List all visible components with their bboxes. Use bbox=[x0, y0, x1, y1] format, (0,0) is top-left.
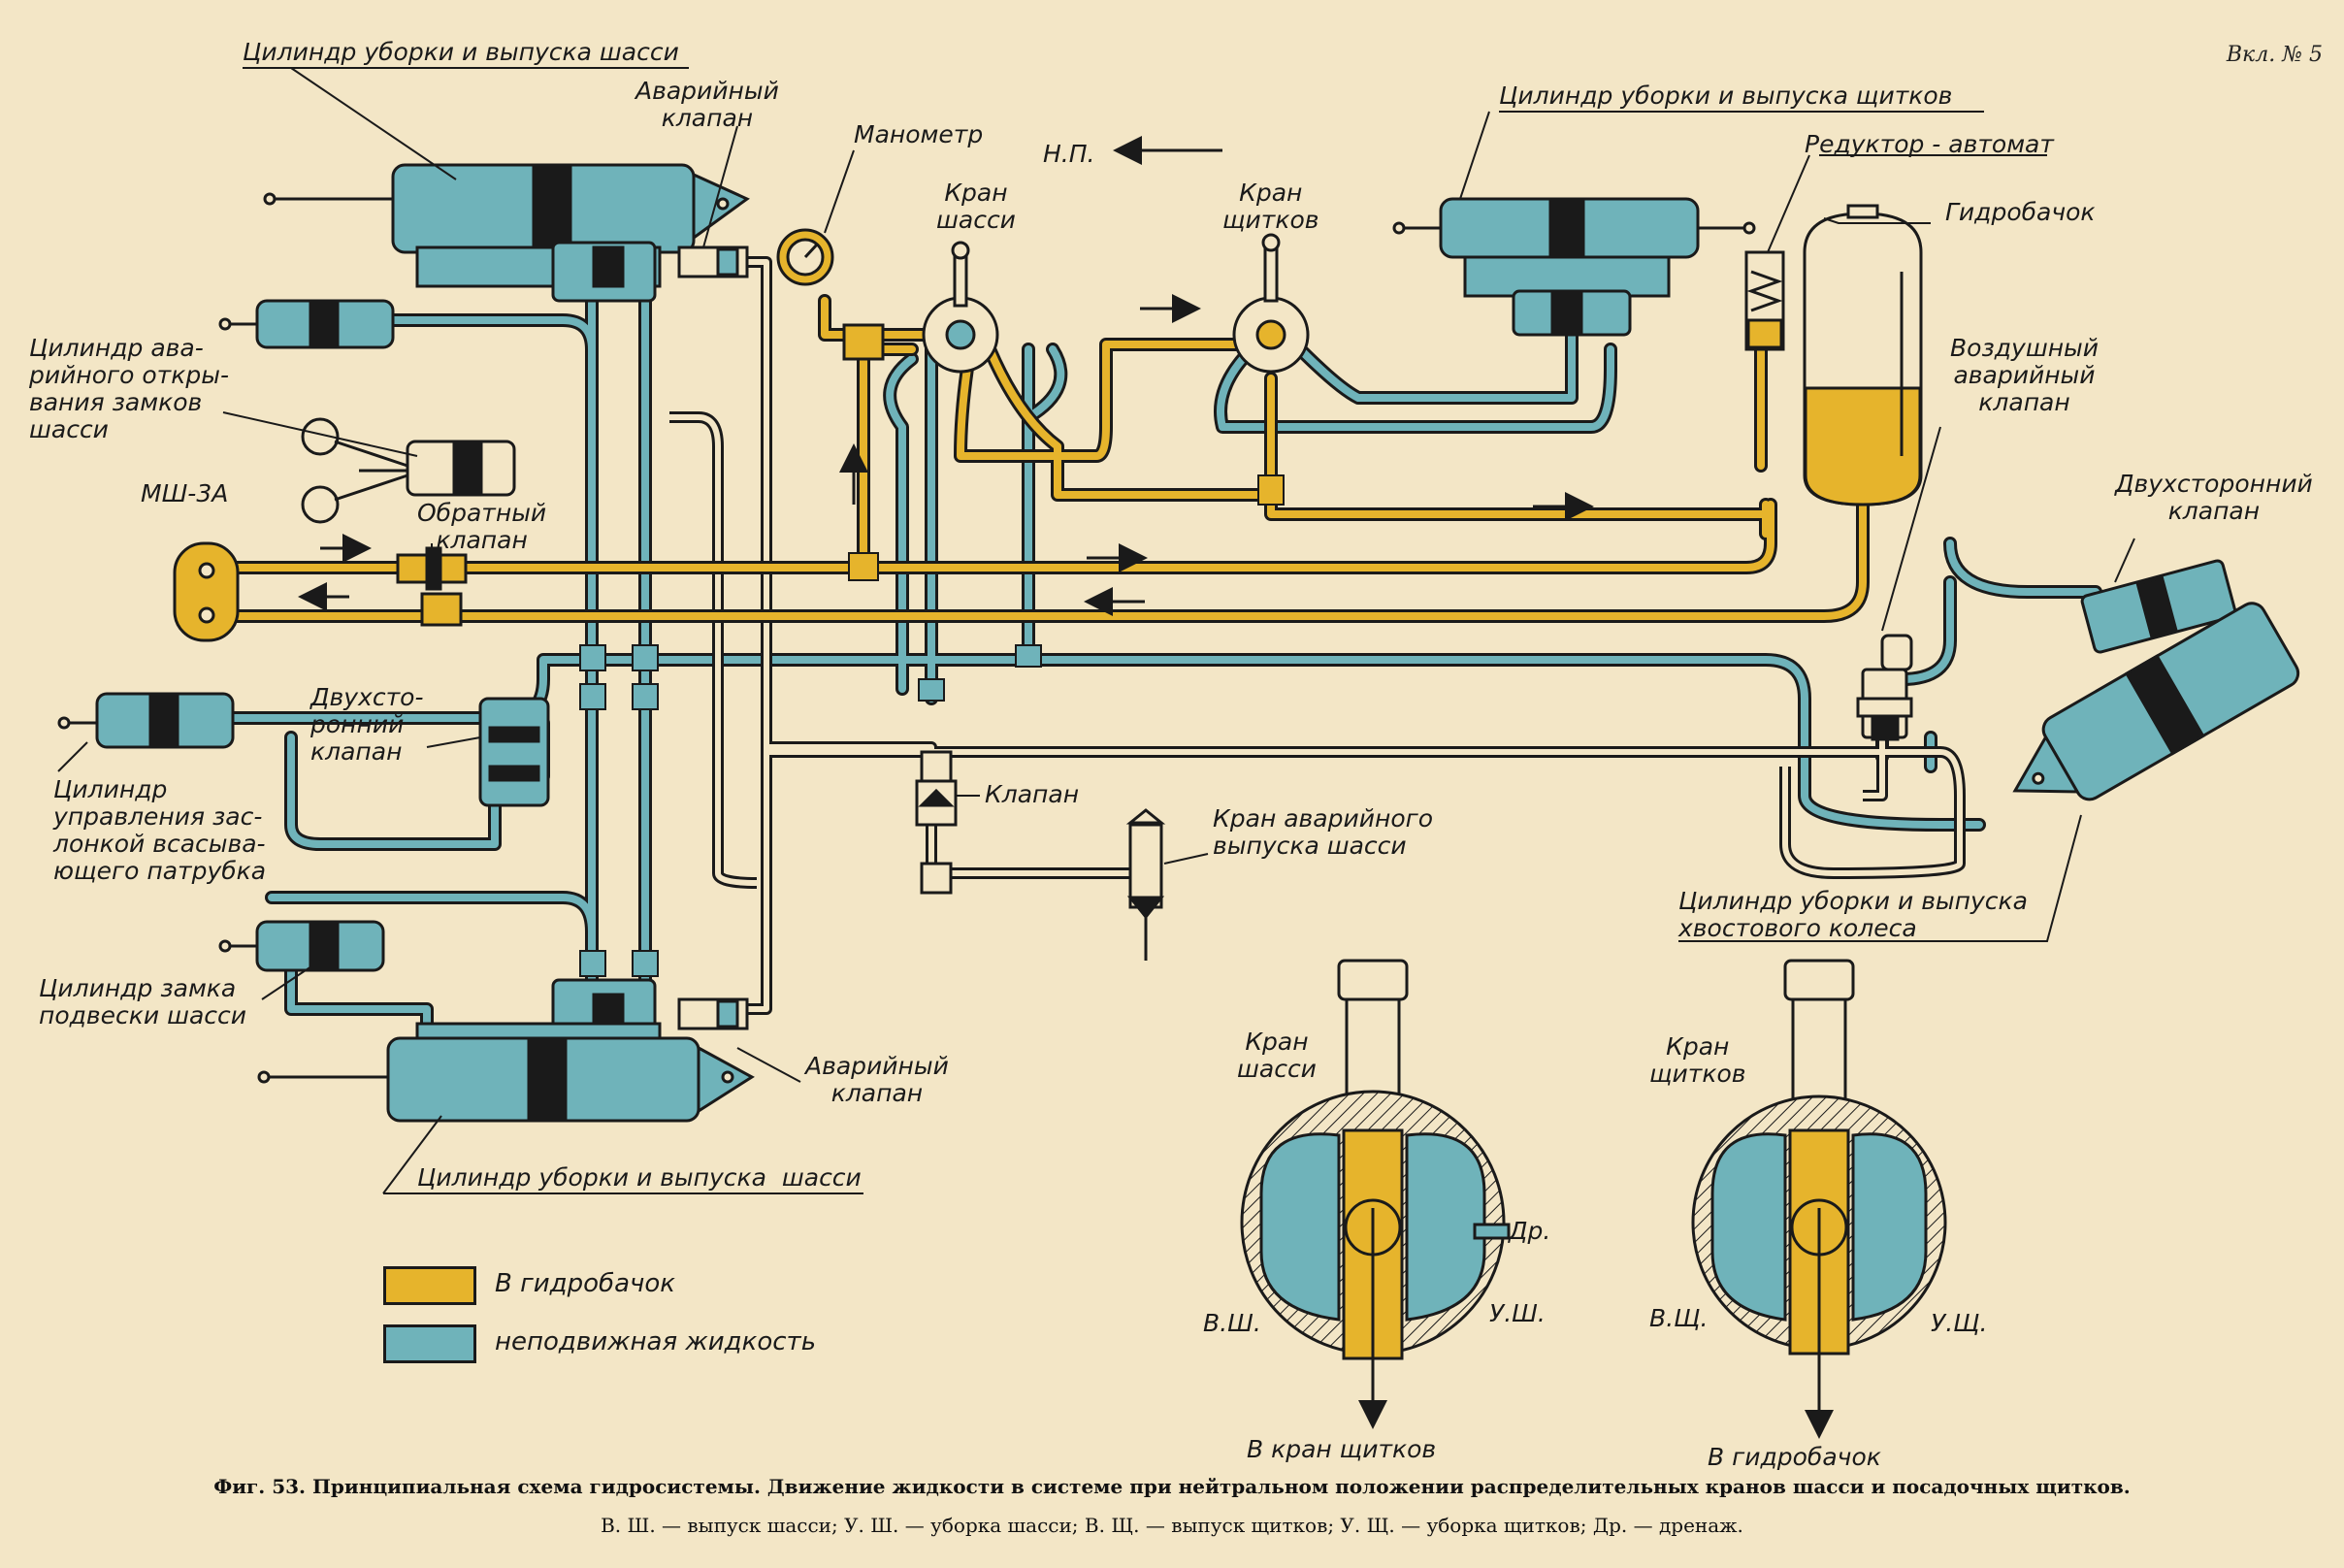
label-intake-cylinder: Цилиндр управления зас- лонкой всасыва- … bbox=[53, 775, 267, 885]
air-emergency-valve bbox=[1856, 634, 1913, 741]
pipe-fittings bbox=[579, 474, 1285, 977]
label-to-flap-tap: В кран щитков bbox=[1247, 1435, 1437, 1463]
detail-flap-tap bbox=[1691, 959, 1947, 1439]
hydrotank bbox=[1803, 204, 1923, 506]
emergency-release-tap bbox=[1125, 808, 1166, 961]
label-lock-suspension-cylinder: Цилиндр замка подвески шасси bbox=[39, 974, 247, 1029]
label-reductor: Редуктор - автомат bbox=[1805, 130, 2054, 158]
label-air-emergency-valve: Воздушный аварийный клапан bbox=[1950, 334, 2100, 416]
two-way-valve-left bbox=[478, 697, 550, 807]
label-flap-cylinder: Цилиндр уборки и выпуска щитков bbox=[1499, 82, 1953, 110]
label-two-way-valve-left: Двухсто- ронний клапан bbox=[310, 683, 424, 766]
emergency-lock-cylinder bbox=[218, 299, 395, 349]
legend-text-yellow: В гидробачок bbox=[495, 1269, 675, 1298]
label-drain: Др. bbox=[1509, 1217, 1551, 1245]
label-gear-cylinder-top: Цилиндр уборки и выпуска шасси bbox=[243, 38, 679, 66]
flow-arrows bbox=[298, 136, 1594, 616]
label-emergency-lock-cylinder: Цилиндр ава- рийного откры- вания замков… bbox=[29, 334, 229, 443]
emergency-valve-top bbox=[551, 241, 749, 303]
detail-gear-tap bbox=[1240, 959, 1511, 1429]
label-detail-flap-tap: Кран щитков bbox=[1649, 1032, 1746, 1088]
label-check-valve: Обратный клапан bbox=[417, 499, 547, 554]
label-np: Н.П. bbox=[1043, 140, 1095, 168]
leader-lines bbox=[57, 67, 2135, 1194]
tail-wheel-cylinder bbox=[2012, 602, 2300, 801]
label-ush: У.Ш. bbox=[1489, 1299, 1546, 1327]
air-pipes bbox=[669, 256, 1966, 1015]
label-emergency-valve-bottom: Аварийный клапан bbox=[805, 1052, 949, 1107]
two-way-valve-right bbox=[2080, 559, 2237, 654]
figure-caption: Фиг. 53. Принципиальная схема гидросисте… bbox=[213, 1475, 2131, 1498]
label-flap-tap: Кран щитков bbox=[1222, 179, 1319, 234]
label-gear-tap: Кран шасси bbox=[936, 179, 1016, 234]
label-msh3a: МШ-3А bbox=[141, 479, 229, 507]
gear-tap bbox=[922, 241, 999, 374]
gear-cylinder-bottom bbox=[257, 978, 755, 1123]
manometer bbox=[776, 228, 885, 361]
label-emergency-release-tap: Кран аварийного выпуска шасси bbox=[1213, 804, 1434, 860]
valve-klapan bbox=[915, 750, 958, 895]
label-ushch: У.Щ. bbox=[1931, 1309, 1988, 1337]
label-detail-gear-tap: Кран шасси bbox=[1237, 1028, 1317, 1083]
yellow-pipes bbox=[197, 294, 1870, 623]
label-manometer: Манометр bbox=[854, 120, 984, 148]
sheet-mark: Вкл. № 5 bbox=[2226, 43, 2323, 67]
lock-opening-cylinder bbox=[301, 417, 516, 524]
label-to-hydrotank: В гидробачок bbox=[1708, 1443, 1881, 1471]
legend-swatch-blue bbox=[383, 1324, 476, 1363]
lock-suspension-cylinder bbox=[218, 920, 385, 972]
label-hydrotank: Гидробачок bbox=[1945, 198, 2096, 226]
flap-tap bbox=[1232, 233, 1310, 374]
label-vsh: В.Ш. bbox=[1203, 1309, 1261, 1337]
flap-cylinder bbox=[1392, 197, 1756, 337]
label-vshch: В.Щ. bbox=[1649, 1304, 1709, 1332]
label-tail-wheel-cylinder: Цилиндр уборки и выпуска хвостового коле… bbox=[1678, 887, 2028, 942]
label-valve: Клапан bbox=[985, 780, 1080, 808]
legend-text-blue: неподвижная жидкость bbox=[495, 1327, 817, 1356]
label-emergency-valve-top: Аварийный клапан bbox=[635, 77, 779, 132]
label-gear-cylinder-bottom: Цилиндр уборки и выпуска шасси bbox=[417, 1163, 862, 1192]
figure-caption-legend: В. Ш. — выпуск шасси; У. Ш. — уборка шас… bbox=[601, 1514, 1743, 1537]
intake-control-cylinder bbox=[57, 692, 235, 749]
reductor bbox=[1744, 250, 1785, 351]
label-two-way-valve-right: Двухсторонний клапан bbox=[2115, 470, 2313, 525]
pump-msh3a bbox=[173, 541, 240, 642]
legend-swatch-yellow bbox=[383, 1266, 476, 1305]
gear-cylinder-top bbox=[263, 163, 750, 288]
